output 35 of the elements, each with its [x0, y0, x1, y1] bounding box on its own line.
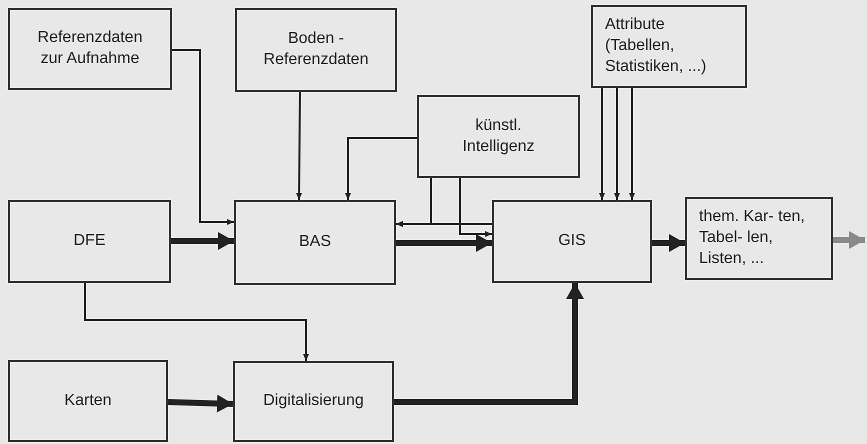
- box-label: GIS: [558, 231, 586, 252]
- arrow: [394, 283, 584, 405]
- arrow: [833, 231, 865, 249]
- box-label: Boden - Referenzdaten: [262, 29, 370, 70]
- arrow: [172, 49, 234, 225]
- box-label: BAS: [298, 232, 331, 252]
- process-box: [233, 361, 394, 442]
- box-label: them. Kar- ten, Tabel- len, Listen, ...: [699, 207, 806, 269]
- process-box: [235, 8, 397, 92]
- process-box: [685, 197, 833, 280]
- box-label: DFE: [74, 231, 106, 252]
- arrow: [599, 88, 605, 200]
- box-label: Attribute (Tabellen, Statistiken, ...): [605, 15, 708, 77]
- arrow: [345, 137, 417, 200]
- arrow: [171, 232, 234, 250]
- process-box: [8, 360, 168, 442]
- arrow: [614, 88, 620, 200]
- box-label: Referenzdaten zur Aufnahme: [36, 28, 144, 69]
- process-box: [8, 200, 171, 283]
- box-label: Digitalisierung: [263, 391, 364, 412]
- process-box: [234, 200, 396, 285]
- arrow: [652, 234, 685, 252]
- arrow: [396, 221, 492, 227]
- arrow: [629, 88, 635, 200]
- arrow: [168, 394, 234, 412]
- arrow: [84, 283, 309, 361]
- box-label: Karten: [64, 390, 112, 411]
- arrow: [459, 178, 492, 237]
- arrow: [296, 92, 302, 200]
- process-box: [591, 5, 747, 88]
- process-box: [417, 95, 580, 178]
- process-box: [492, 200, 652, 283]
- process-box: [8, 8, 172, 90]
- box-label: künstl. Intelligenz: [461, 116, 536, 156]
- arrow: [396, 234, 492, 252]
